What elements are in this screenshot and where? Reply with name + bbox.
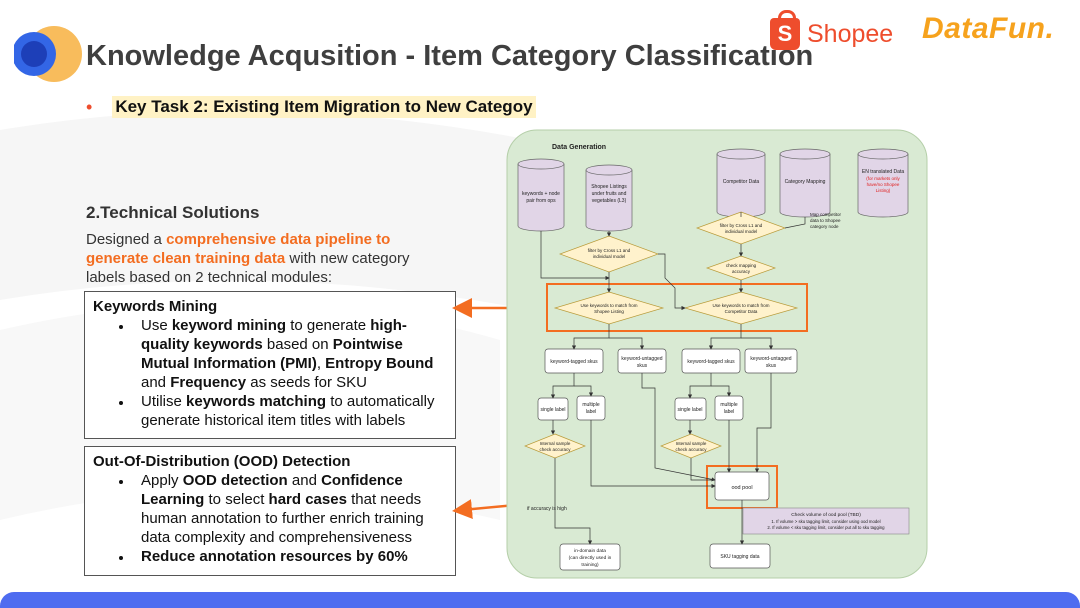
svg-text:filter by Cross L1 and: filter by Cross L1 and bbox=[720, 223, 763, 228]
svg-text:Check volume of ood pool (TBD): Check volume of ood pool (TBD) bbox=[791, 512, 861, 518]
keywords-node-cylinder: keywords + node pair from ops bbox=[517, 158, 565, 232]
svg-text:Competitor Data: Competitor Data bbox=[723, 179, 760, 185]
keywords-bullet-2: Utilise keywords matching to automatical… bbox=[133, 392, 447, 430]
svg-text:label: label bbox=[724, 409, 735, 415]
svg-text:multiple: multiple bbox=[720, 402, 737, 408]
category-mapping-cylinder: Category Mapping bbox=[779, 148, 831, 218]
svg-text:keyword-tagged skus: keyword-tagged skus bbox=[687, 359, 735, 365]
internal-right-diamond: Internal sample check accuracy bbox=[660, 433, 722, 459]
section-description: Designed a comprehensive data pipeline t… bbox=[86, 231, 410, 286]
svg-text:Shopee Listing: Shopee Listing bbox=[594, 309, 624, 314]
svg-text:Shopee Listings: Shopee Listings bbox=[591, 184, 627, 190]
svg-text:keywords + node: keywords + node bbox=[522, 191, 560, 197]
tagged-right-box: keyword-tagged skus bbox=[681, 348, 741, 374]
datafun-logo: DataFun. bbox=[922, 12, 1054, 46]
svg-text:1. If volume > sku tagging lim: 1. If volume > sku tagging limit, consid… bbox=[771, 519, 880, 524]
svg-text:accuracy: accuracy bbox=[732, 269, 751, 274]
en-translated-cylinder: EN translated Data (for markets only hav… bbox=[857, 148, 909, 218]
svg-text:under fruits and: under fruits and bbox=[592, 191, 627, 197]
svg-text:EN translated Data: EN translated Data bbox=[862, 169, 904, 175]
keywords-bullet-1: Use keyword mining to generate high-qual… bbox=[133, 316, 447, 392]
svg-text:keyword-tagged skus: keyword-tagged skus bbox=[550, 359, 598, 365]
check-volume-note: Check volume of ood pool (TBD) 1. If vol… bbox=[742, 507, 910, 535]
svg-text:keyword-untagged: keyword-untagged bbox=[750, 356, 791, 362]
datafun-wordmark: DataFun. bbox=[922, 12, 1055, 45]
svg-text:check accuracy: check accuracy bbox=[539, 447, 571, 452]
keywords-mining-box: Keywords Mining Use keyword mining to ge… bbox=[84, 291, 456, 439]
filter-right-diamond: filter by Cross L1 and individual model bbox=[695, 211, 787, 245]
svg-text:skus: skus bbox=[766, 363, 777, 369]
svg-text:Competitor Data: Competitor Data bbox=[725, 309, 758, 314]
svg-text:multiple: multiple bbox=[582, 402, 599, 408]
ood-pool-box: ood pool bbox=[714, 471, 770, 501]
competitor-data-cylinder: Competitor Data bbox=[716, 148, 766, 218]
svg-text:pair from ops: pair from ops bbox=[526, 198, 556, 204]
svg-text:in-domain data: in-domain data bbox=[574, 548, 606, 554]
svg-text:Use keywords to match from: Use keywords to match from bbox=[580, 303, 637, 308]
keywords-matching-highlight bbox=[546, 283, 808, 332]
keywords-mining-title: Keywords Mining bbox=[93, 298, 218, 315]
shopee-wordmark: Shopee bbox=[807, 19, 894, 48]
bottom-bar bbox=[0, 592, 1080, 608]
accuracy-high-label: if accuracy is high bbox=[527, 506, 567, 512]
tagged-left-box: keyword-tagged skus bbox=[544, 348, 604, 374]
svg-text:training): training) bbox=[581, 562, 599, 568]
svg-text:skus: skus bbox=[637, 363, 648, 369]
svg-text:(for markets only: (for markets only bbox=[866, 176, 900, 181]
flow-edges bbox=[540, 212, 806, 545]
shopee-logo: S Shopee bbox=[770, 10, 894, 54]
single-right-box: single label bbox=[674, 397, 707, 421]
ood-detection-title: Out-Of-Distribution (OOD) Detection bbox=[93, 453, 351, 470]
page-title: Knowledge Acqusition - Item Category Cla… bbox=[86, 40, 814, 72]
svg-text:SKU tagging data: SKU tagging data bbox=[720, 554, 759, 560]
match-shopee-diamond: Use keywords to match from Shopee Listin… bbox=[553, 291, 665, 325]
single-left-box: single label bbox=[537, 397, 569, 421]
svg-text:Listing): Listing) bbox=[876, 188, 891, 193]
svg-text:check accuracy: check accuracy bbox=[675, 447, 707, 452]
section-heading: 2.Technical Solutions bbox=[86, 203, 260, 222]
svg-text:ood pool: ood pool bbox=[731, 485, 752, 491]
svg-text:Category Mapping: Category Mapping bbox=[785, 179, 826, 185]
svg-text:Use keywords to match from: Use keywords to match from bbox=[712, 303, 769, 308]
diagram-header: Data Generation bbox=[552, 144, 606, 151]
svg-text:Internal sample: Internal sample bbox=[540, 441, 571, 446]
svg-text:individual model: individual model bbox=[593, 254, 625, 259]
sku-tagging-box: SKU tagging data bbox=[709, 543, 771, 569]
svg-text:label: label bbox=[586, 409, 597, 415]
ood-bullet-1: Apply OOD detection and Confidence Learn… bbox=[133, 471, 447, 547]
bullet-dot-icon: • bbox=[86, 96, 93, 117]
key-task-bullet: • Key Task 2: Existing Item Migration to… bbox=[86, 96, 536, 118]
svg-text:check mapping: check mapping bbox=[726, 263, 757, 268]
data-generation-diagram: Data Generation keywords + node pair fro… bbox=[506, 129, 928, 579]
svg-text:Internal sample: Internal sample bbox=[676, 441, 707, 446]
ood-detection-box: Out-Of-Distribution (OOD) Detection Appl… bbox=[84, 446, 456, 576]
ood-bullet-2: Reduce annotation resources by 60% bbox=[133, 547, 447, 566]
svg-text:keyword-untagged: keyword-untagged bbox=[621, 356, 662, 362]
svg-text:filter by Cross L1 and: filter by Cross L1 and bbox=[588, 248, 631, 253]
presentation-logo bbox=[14, 26, 82, 82]
svg-text:individual model: individual model bbox=[725, 229, 757, 234]
svg-text:2. If volume < sku tagging lim: 2. If volume < sku tagging limit, consid… bbox=[767, 525, 885, 530]
shopee-bag-icon: S bbox=[770, 10, 800, 50]
in-domain-box: in-domain data(can directly used intrain… bbox=[559, 543, 621, 571]
shopee-listings-cylinder: Shopee Listings under fruits and vegetab… bbox=[585, 164, 633, 232]
svg-text:single label: single label bbox=[540, 407, 565, 413]
key-task-text: Key Task 2: Existing Item Migration to N… bbox=[112, 96, 536, 118]
svg-text:vegetables (L3): vegetables (L3) bbox=[592, 198, 627, 204]
svg-text:have/no Shopee: have/no Shopee bbox=[867, 182, 900, 187]
svg-text:(can directly used in: (can directly used in bbox=[569, 555, 612, 561]
svg-text:single label: single label bbox=[677, 407, 702, 413]
